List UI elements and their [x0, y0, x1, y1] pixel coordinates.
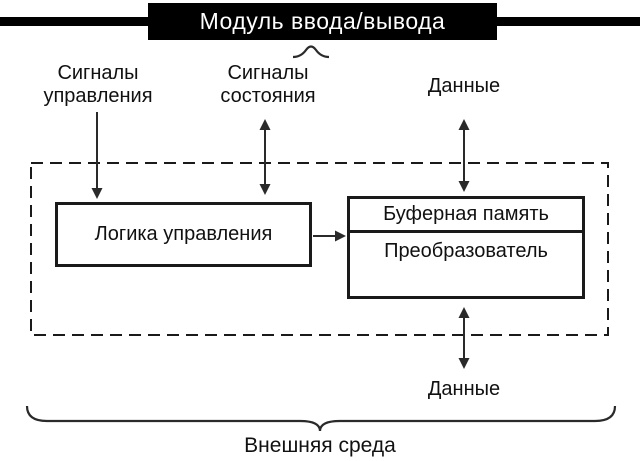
data-top-label: Данные — [427, 75, 501, 97]
environment-brace — [25, 405, 617, 432]
control-logic-block: Логика управления — [55, 202, 312, 267]
buffer-memory-label: Буферная память — [383, 203, 549, 225]
status-signals-line1: Сигналы — [227, 62, 309, 84]
control-signals-line1: Сигналы — [57, 62, 139, 84]
external-environment-label: Внешняя среда — [244, 434, 396, 457]
converter-label: Преобразователь — [384, 240, 548, 262]
buffer-converter-stack: Буферная память Преобразователь — [347, 196, 585, 299]
buffer-memory-block: Буферная память — [350, 199, 582, 233]
control-signals-line2: управления — [43, 85, 153, 107]
control-logic-label: Логика управления — [94, 223, 273, 245]
converter-block: Преобразователь — [350, 233, 582, 296]
data-bottom-label: Данные — [427, 378, 501, 400]
status-signals-label: Сигналы состояния — [198, 62, 338, 108]
control-signals-label: Сигналы управления — [28, 62, 168, 108]
module-title-text: Модуль ввода/вывода — [199, 8, 446, 34]
status-signals-line2: состояния — [220, 85, 316, 107]
module-title: Модуль ввода/вывода — [148, 3, 497, 40]
module-brace — [292, 45, 330, 59]
